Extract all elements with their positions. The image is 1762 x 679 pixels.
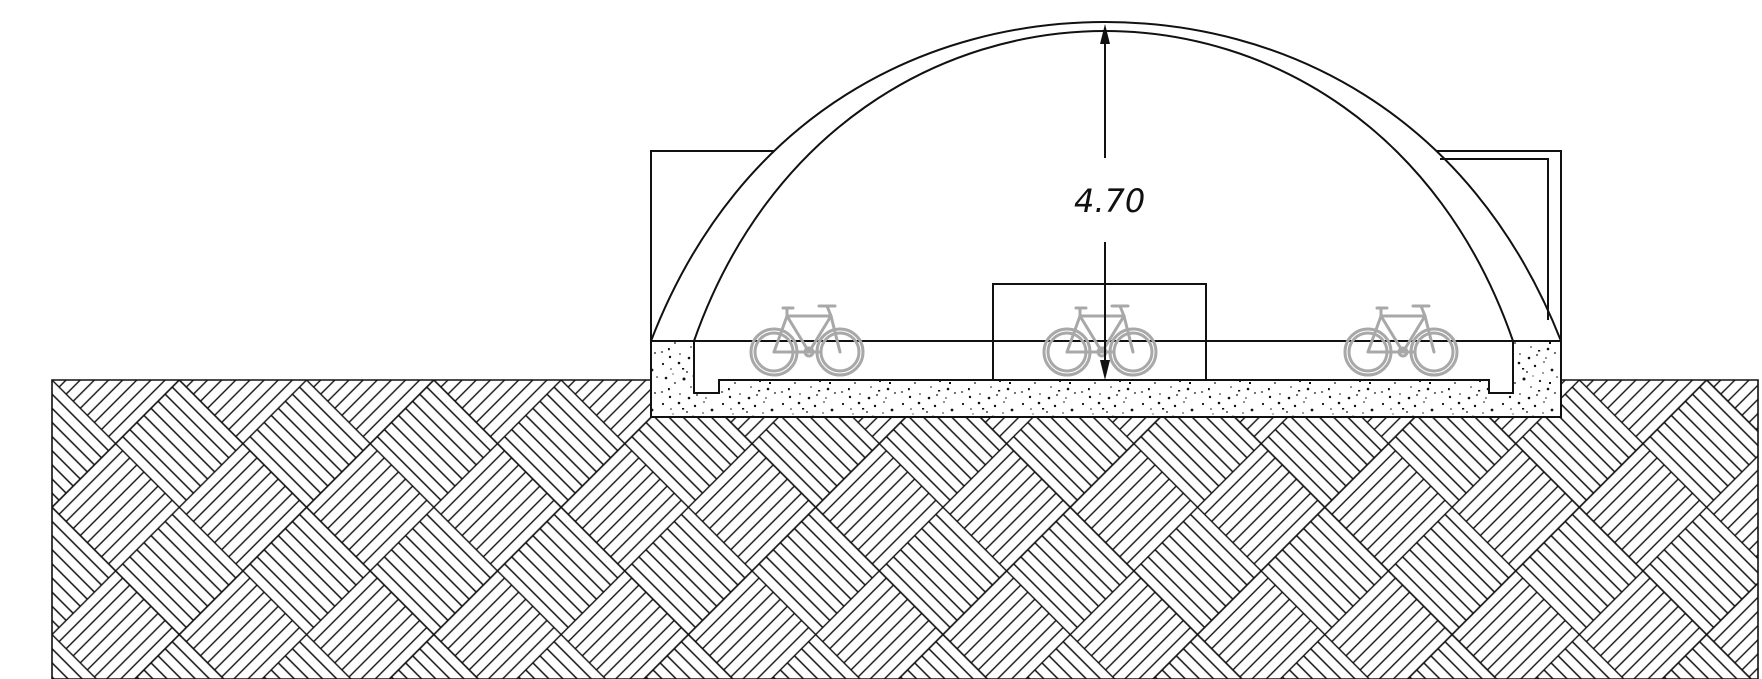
concrete-slab [650,340,1562,418]
height-dimension-label: 4.70 [1074,182,1146,220]
right-side-wall [1436,150,1562,341]
ground-section [51,379,1759,679]
central-box [992,283,1207,381]
height-dimension-line [1100,24,1110,380]
left-side-wall [650,150,774,341]
